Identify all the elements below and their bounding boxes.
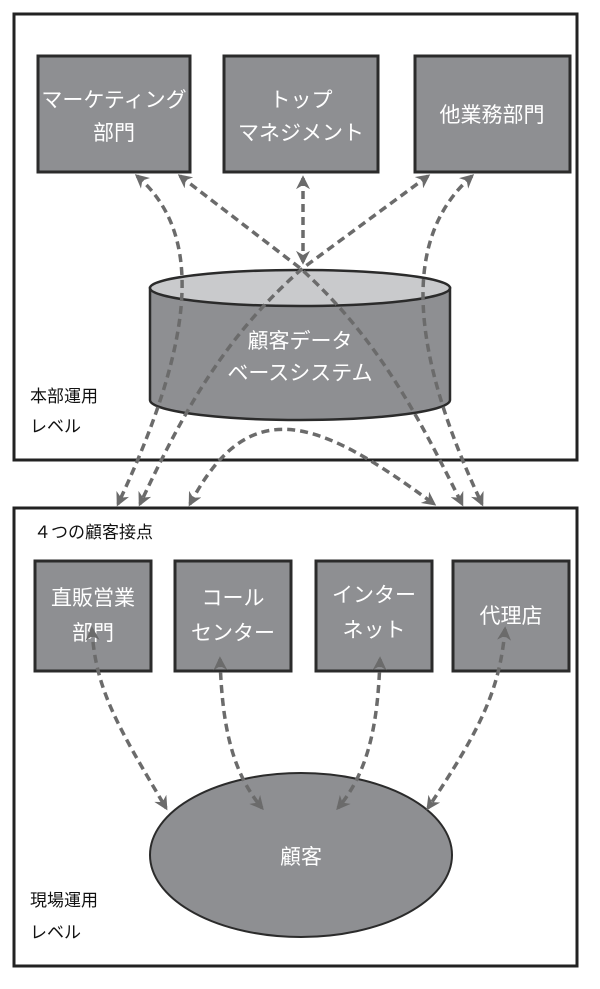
touchpoint-internet: インター ネット [314, 559, 434, 673]
department-top-management: トップ マネジメント [222, 54, 380, 174]
touchpoint-label: 代理店 [480, 604, 543, 628]
arrow-other-crossing [138, 174, 431, 507]
touchpoints-title: ４つの顧客接点 [34, 523, 153, 543]
hq-level-label: レベル [30, 417, 81, 437]
touchpoint-agency: 代理店 [451, 559, 571, 673]
department-label: マーケティング [41, 88, 186, 112]
touchpoint-label: センター [191, 621, 275, 645]
touchpoint-label: コール [202, 586, 265, 610]
customer-ellipse: 顧客 [149, 772, 453, 938]
department-label: マネジメント [238, 121, 364, 145]
customer-label: 顧客 [280, 845, 322, 869]
database-label: 顧客データ [248, 329, 353, 353]
department-marketing: マーケティング 部門 [36, 54, 192, 174]
arrow-database-arch [188, 427, 437, 507]
arrow-other-field [421, 174, 484, 507]
touchpoint-label: 直販営業 [51, 586, 135, 610]
field-level-label: 現場運用 [30, 891, 98, 911]
arrow-internet-customer [336, 656, 387, 811]
department-label: 部門 [93, 121, 135, 145]
touchpoint-direct-sales: 直販営業 部門 [33, 559, 153, 673]
touchpoint-call-center: コール センター [173, 559, 293, 673]
database-label: ベースシステム [227, 361, 372, 385]
touchpoint-label: インター [332, 583, 416, 607]
arrow-call-center-customer [213, 656, 264, 811]
touchpoint-label: ネット [343, 618, 406, 642]
hq-level-label: 本部運用 [30, 387, 98, 407]
field-level-label: レベル [30, 923, 81, 943]
department-other: 他業務部門 [413, 54, 572, 174]
department-label: トップ [270, 88, 333, 112]
department-label: 他業務部門 [440, 103, 545, 127]
